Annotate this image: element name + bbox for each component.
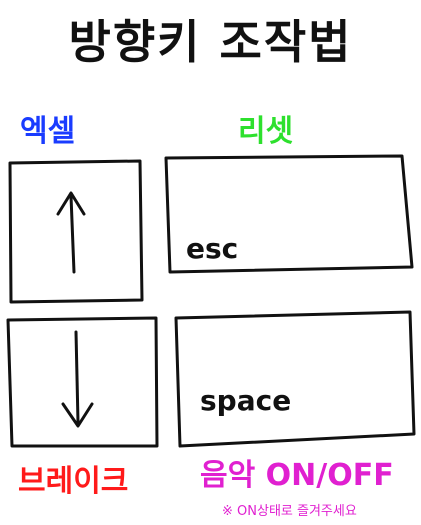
label-accelerate: 엑셀 <box>20 114 76 149</box>
space-key[interactable] <box>174 310 416 448</box>
page-title: 방향키 조작법 <box>68 15 353 69</box>
up-key[interactable] <box>8 159 144 304</box>
music-note: ※ ON상태로 즐겨주세요 <box>222 504 357 519</box>
space-key-label: space <box>200 384 292 417</box>
esc-key[interactable] <box>164 154 414 274</box>
esc-key-label: esc <box>186 232 239 265</box>
label-brake: 브레이크 <box>18 464 129 499</box>
label-reset: 리셋 <box>238 114 294 149</box>
arrow-up-icon <box>56 191 86 274</box>
label-music: 음악 ON/OFF <box>200 458 394 493</box>
down-key[interactable] <box>6 316 159 448</box>
arrow-down-icon <box>61 330 94 428</box>
